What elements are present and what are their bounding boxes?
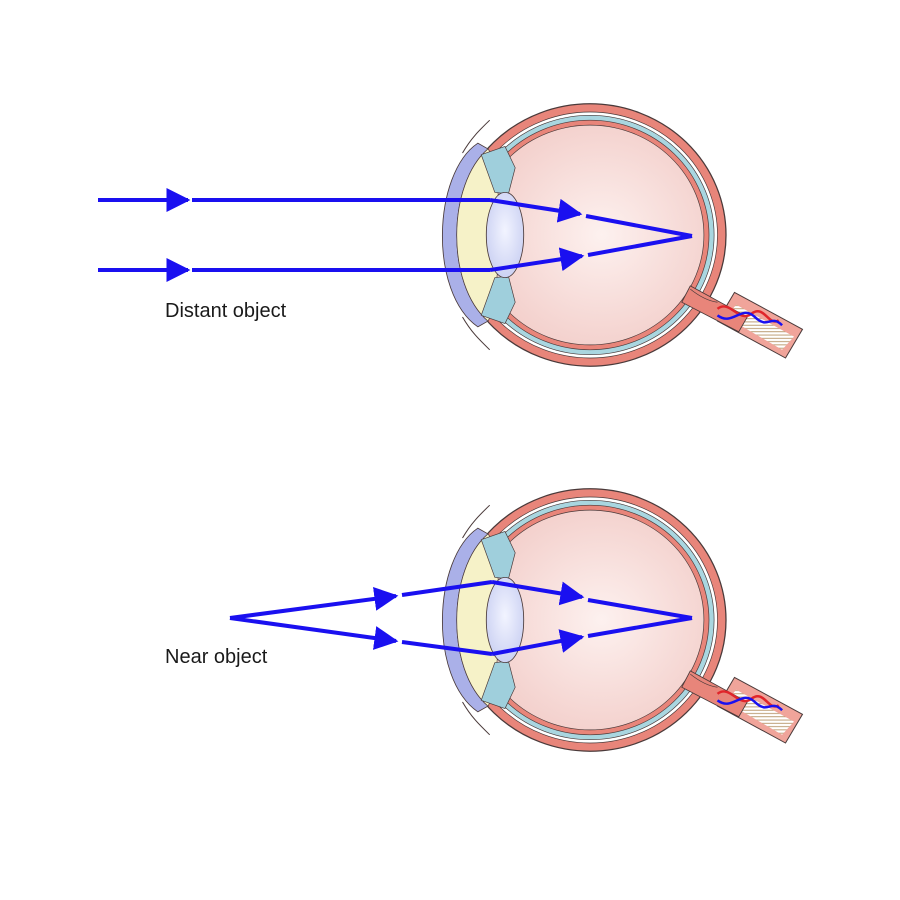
eye-distant bbox=[441, 102, 804, 368]
rays-distant bbox=[98, 188, 693, 282]
distant-object-label: Distant object bbox=[165, 300, 287, 322]
eye-near bbox=[441, 487, 804, 753]
near-object-label: Near object bbox=[165, 646, 268, 668]
rays-near bbox=[229, 580, 693, 656]
